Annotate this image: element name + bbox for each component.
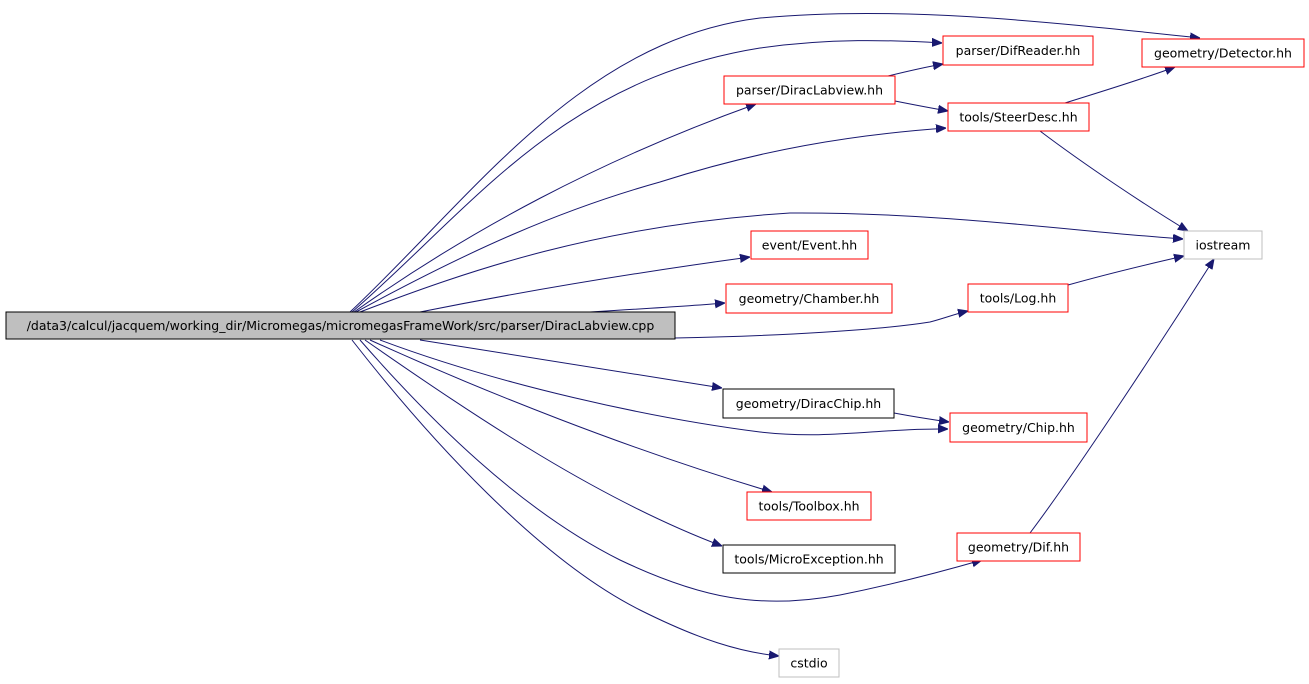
node-event-label: event/Event.hh (762, 238, 857, 253)
edge-root-chip (379, 339, 948, 436)
edge-root-dif (359, 339, 982, 602)
node-microexception[interactable]: tools/MicroException.hh (722, 544, 896, 574)
edges (349, 12, 1214, 656)
edge-log-iostream (1067, 256, 1184, 286)
node-event[interactable]: event/Event.hh (750, 230, 869, 260)
edge-root-microexception (364, 339, 722, 546)
node-root-file-label: /data3/calcul/jacquem/working_dir/Microm… (27, 318, 655, 333)
node-difreader[interactable]: parser/DifReader.hh (942, 35, 1094, 66)
edge-root-detector (349, 12, 1200, 313)
node-toolbox[interactable]: tools/Toolbox.hh (746, 491, 872, 521)
node-diraclabview[interactable]: parser/DiracLabview.hh (723, 75, 896, 105)
edge-root-cstdio (351, 339, 779, 656)
node-difreader-label: parser/DifReader.hh (956, 43, 1081, 58)
node-iostream-label: iostream (1196, 238, 1251, 253)
node-chamber[interactable]: geometry/Chamber.hh (725, 283, 893, 314)
edge-root-steerdesc (355, 128, 946, 313)
node-chip[interactable]: geometry/Chip.hh (949, 412, 1088, 443)
edge-diraclabview-steerdesc (894, 100, 948, 111)
node-log-label: tools/Log.hh (980, 291, 1057, 306)
edge-root-iostream (359, 212, 1183, 313)
nodes: /data3/calcul/jacquem/working_dir/Microm… (5, 35, 1305, 678)
node-chip-label: geometry/Chip.hh (962, 420, 1075, 435)
node-dif[interactable]: geometry/Dif.hh (956, 532, 1081, 562)
edge-root-diraclabview (353, 104, 756, 313)
edge-root-event (419, 257, 750, 313)
node-toolbox-label: tools/Toolbox.hh (758, 499, 859, 514)
node-iostream[interactable]: iostream (1183, 230, 1263, 260)
node-cstdio-label: cstdio (790, 656, 827, 671)
edge-dif-iostream (1029, 259, 1214, 534)
node-steerdesc[interactable]: tools/SteerDesc.hh (947, 102, 1090, 132)
node-detector-label: geometry/Detector.hh (1154, 46, 1292, 61)
node-diracchip-label: geometry/DiracChip.hh (736, 396, 881, 411)
node-root-file[interactable]: /data3/calcul/jacquem/working_dir/Microm… (5, 311, 676, 340)
edge-diracchip-chip (893, 412, 949, 422)
edge-root-difreader (351, 41, 942, 313)
edge-root-toolbox (369, 339, 772, 492)
node-microexception-label: tools/MicroException.hh (734, 552, 883, 567)
node-steerdesc-label: tools/SteerDesc.hh (959, 110, 1077, 125)
edge-root-diracchip (419, 339, 722, 388)
node-log[interactable]: tools/Log.hh (967, 283, 1069, 313)
edge-steerdesc-detector (1064, 67, 1175, 104)
node-chamber-label: geometry/Chamber.hh (739, 291, 880, 306)
edge-steerdesc-iostream (1039, 130, 1188, 231)
edge-root-log (674, 311, 968, 339)
node-cstdio[interactable]: cstdio (778, 648, 840, 678)
node-dif-label: geometry/Dif.hh (968, 540, 1069, 555)
node-diraclabview-label: parser/DiracLabview.hh (736, 83, 883, 98)
node-diracchip[interactable]: geometry/DiracChip.hh (722, 388, 895, 419)
node-detector[interactable]: geometry/Detector.hh (1141, 38, 1305, 68)
edge-root-chamber (589, 303, 725, 313)
